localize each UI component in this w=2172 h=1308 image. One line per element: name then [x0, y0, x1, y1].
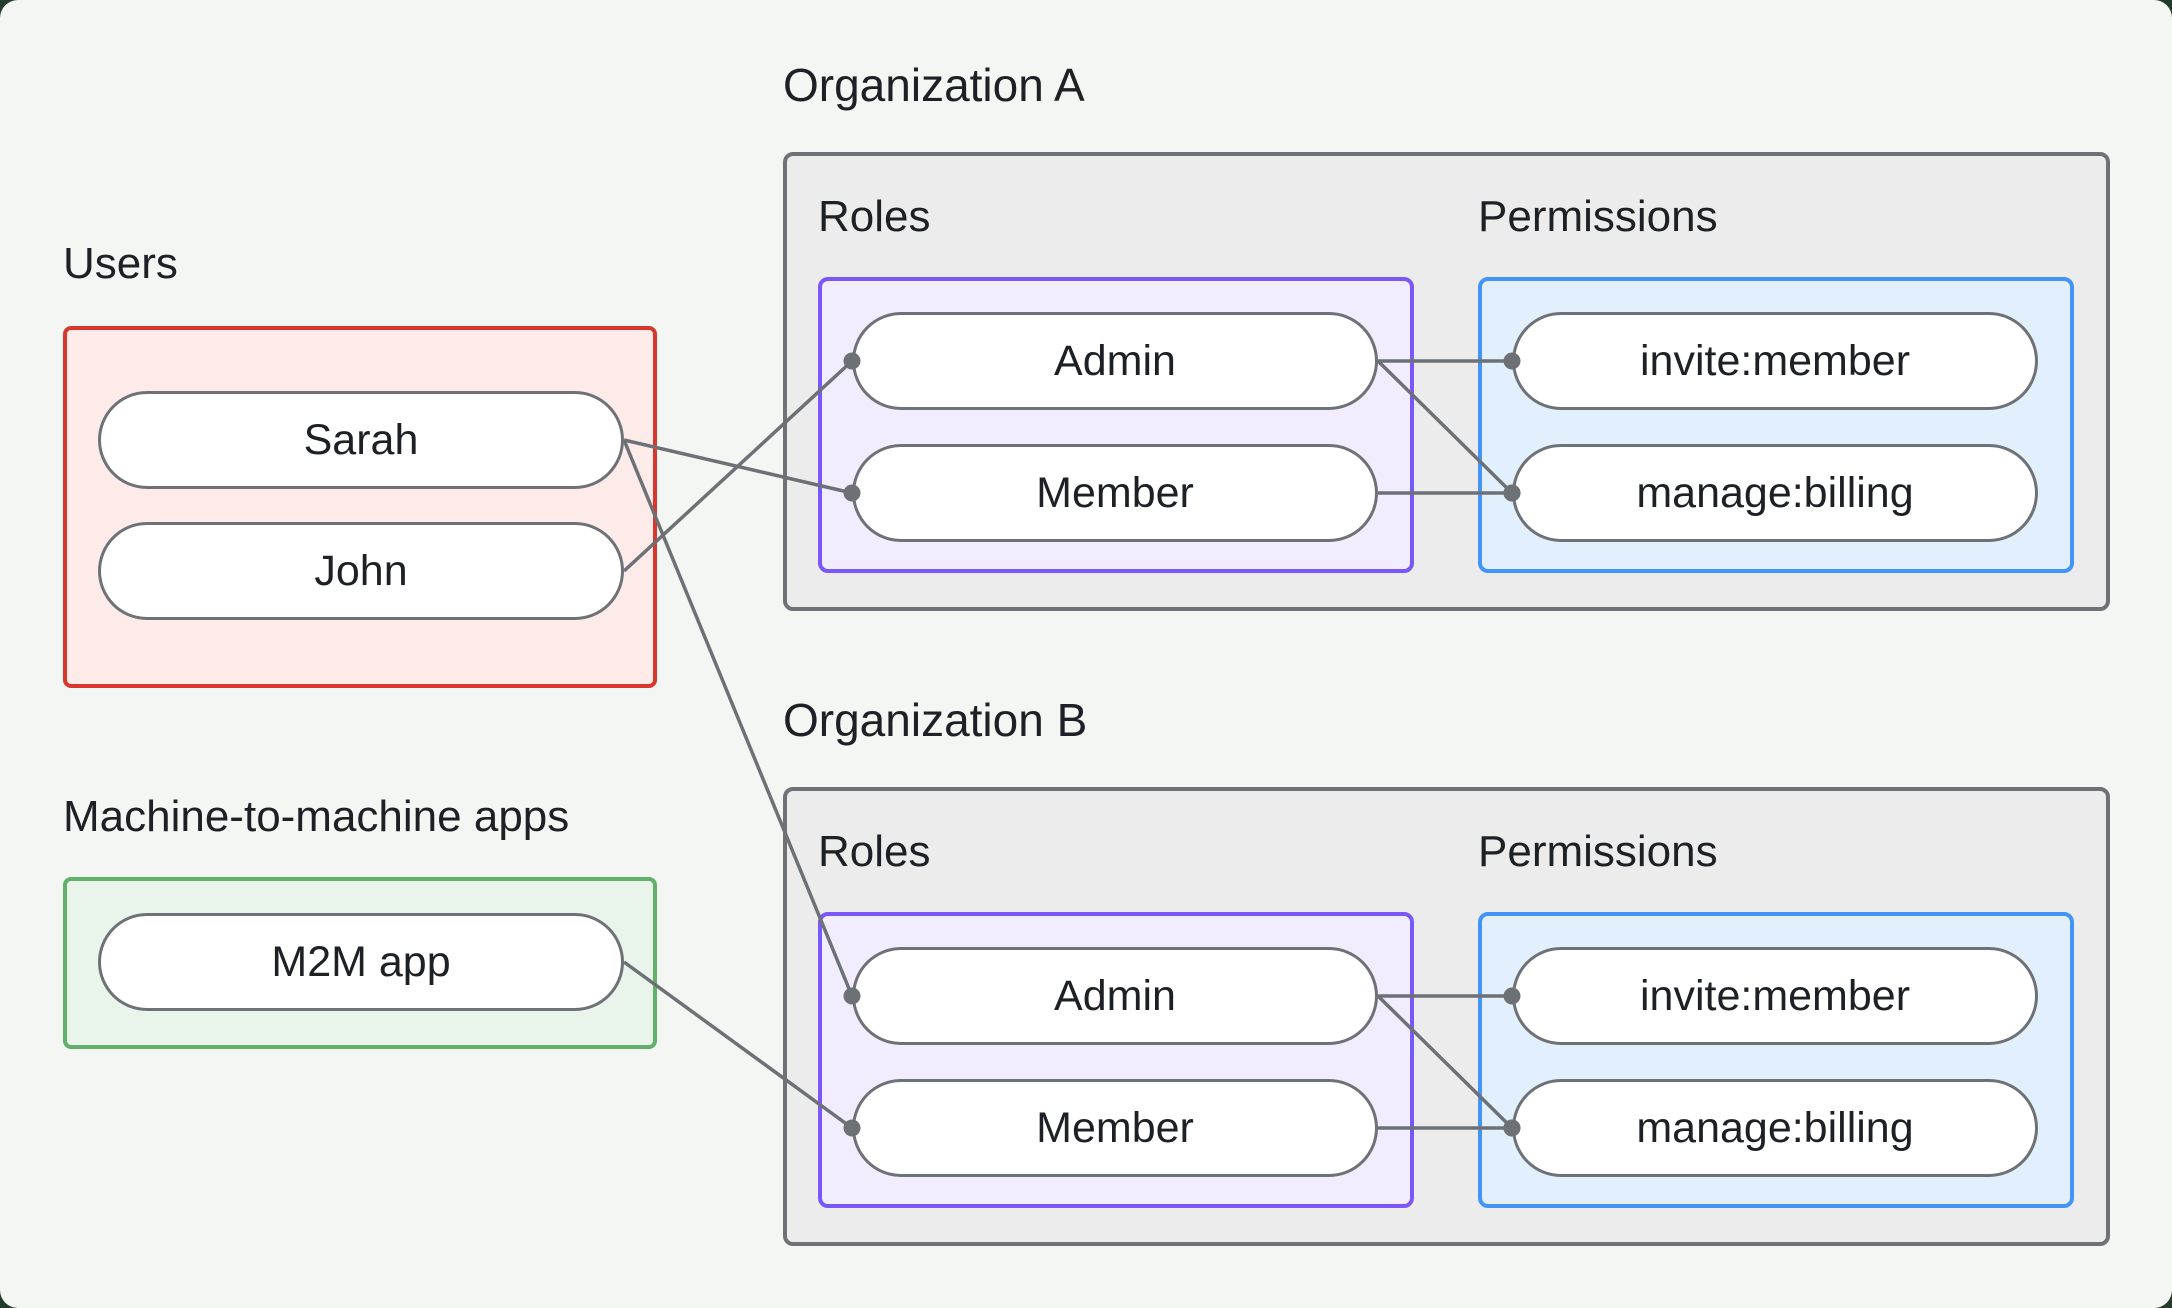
- organization-b-title: Organization B: [783, 694, 1088, 746]
- organization-b-permission-manage-billing: manage:billing: [1512, 1079, 2038, 1177]
- organization-a-title: Organization A: [783, 59, 1085, 111]
- organization-a-permission-manage-billing: manage:billing: [1512, 444, 2038, 542]
- organization-b-role-admin: Admin: [852, 947, 1378, 1045]
- organization-a-role-member: Member: [852, 444, 1378, 542]
- users-group-label: Users: [63, 239, 178, 288]
- user-node-john: John: [98, 522, 624, 620]
- organization-a-role-admin: Admin: [852, 312, 1378, 410]
- organization-b-roles-label: Roles: [818, 827, 931, 876]
- organization-b-role-member: Member: [852, 1079, 1378, 1177]
- organization-a-permission-invite-member: invite:member: [1512, 312, 2038, 410]
- organization-a-roles-label: Roles: [818, 192, 931, 241]
- m2m-group-label: Machine-to-machine apps: [63, 792, 570, 841]
- organization-a-permissions-label: Permissions: [1478, 192, 1718, 241]
- organization-b-permissions-label: Permissions: [1478, 827, 1718, 876]
- m2m-app-node: M2M app: [98, 913, 624, 1011]
- users-group-box: [63, 326, 657, 688]
- user-node-sarah: Sarah: [98, 391, 624, 489]
- organization-b-permission-invite-member: invite:member: [1512, 947, 2038, 1045]
